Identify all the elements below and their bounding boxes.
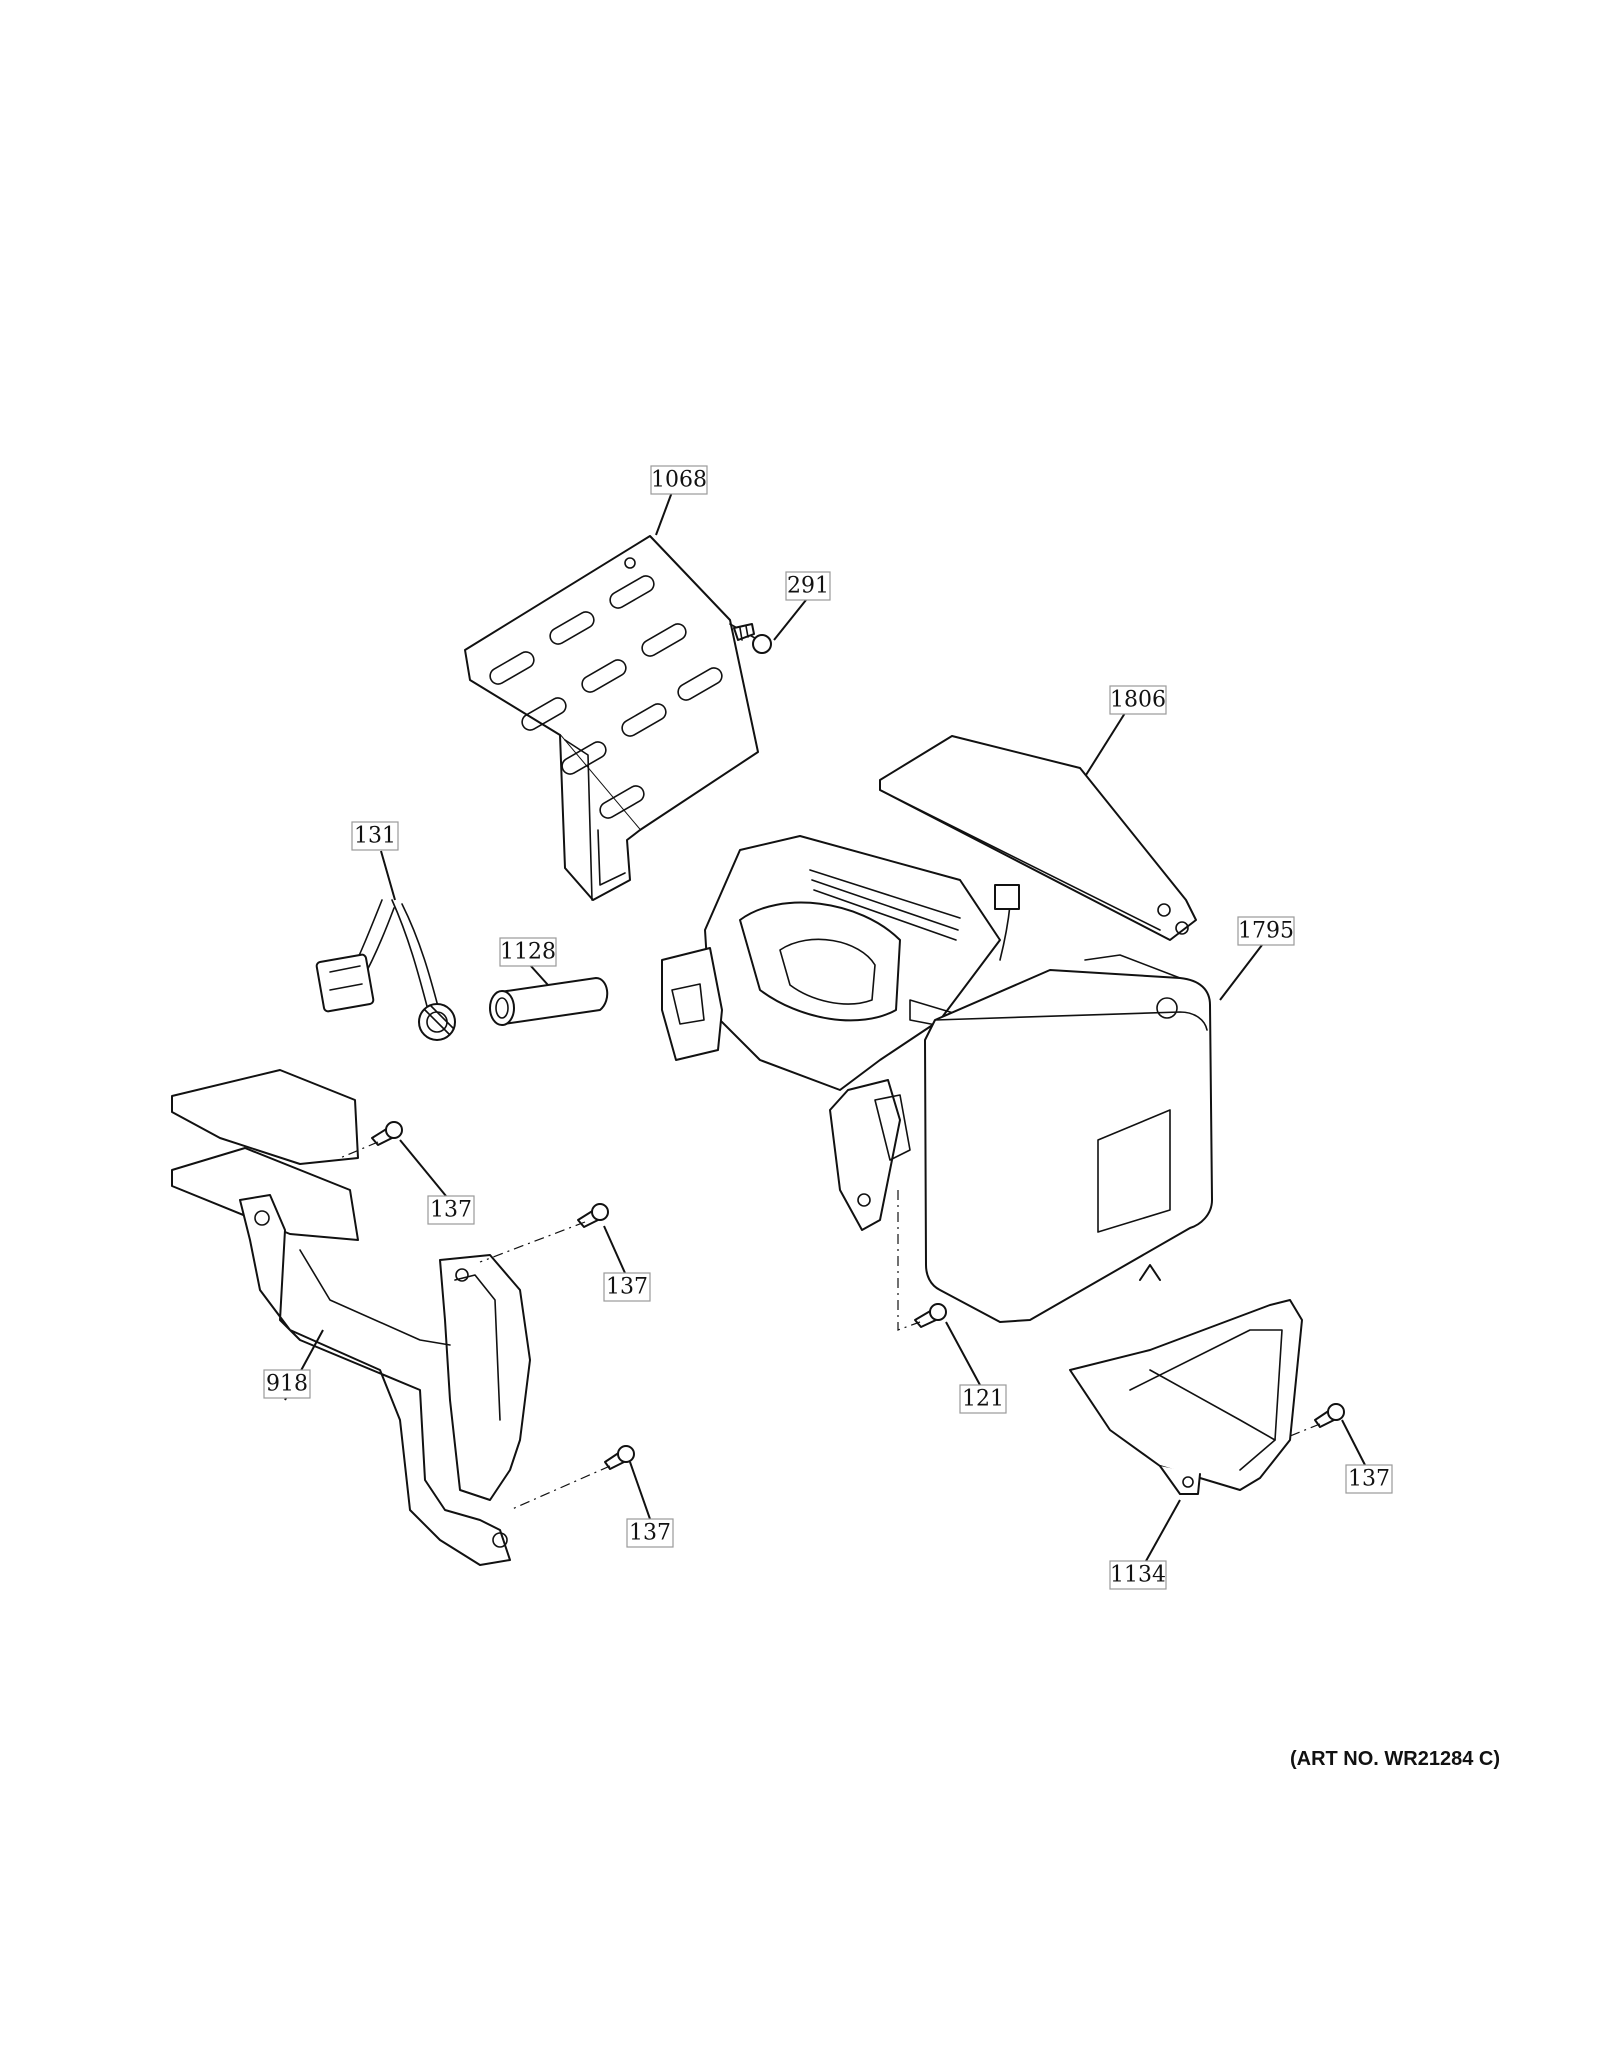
callout-291-text: 291: [787, 574, 829, 599]
callout-137-a-text: 137: [430, 1198, 472, 1223]
callout-1068-text: 1068: [651, 468, 707, 493]
callout-121-text: 121: [962, 1387, 1004, 1412]
callout-137-b: 137: [603, 1272, 651, 1302]
callout-918: 918: [263, 1369, 311, 1399]
part-918-bracket: [171, 1069, 531, 1566]
callout-1134: 1134: [1109, 1560, 1167, 1590]
callout-121: 121: [959, 1384, 1007, 1414]
art-number-label: (ART NO. WR21284 C): [1289, 1748, 1500, 1770]
callout-137-a: 137: [427, 1195, 475, 1225]
callout-137-d: 137: [626, 1518, 674, 1548]
callout-1128-text: 1128: [500, 940, 556, 965]
callout-137-c-text: 137: [1348, 1467, 1390, 1492]
callout-1806: 1806: [1109, 685, 1167, 715]
callout-1795: 1795: [1237, 916, 1295, 946]
part-icemaker-body: [661, 835, 1001, 1231]
part-137-screw-c: [604, 1445, 635, 1470]
callout-137-b-text: 137: [606, 1275, 648, 1300]
callout-1795-text: 1795: [1238, 919, 1294, 944]
part-1806-cover-plate: [879, 735, 1197, 941]
part-131-harness: [315, 899, 456, 1041]
part-291-screw: [729, 623, 772, 654]
part-137-screw-a: [371, 1121, 403, 1146]
callout-291: 291: [785, 571, 831, 601]
part-1134-tray: [1069, 1264, 1303, 1495]
part-137-screw-d: [1314, 1403, 1345, 1428]
callout-137-d-text: 137: [629, 1521, 671, 1546]
callout-1806-text: 1806: [1110, 688, 1166, 713]
callout-137-c: 137: [1345, 1464, 1393, 1494]
callout-1128: 1128: [499, 937, 557, 967]
part-1068-shield: [464, 535, 759, 901]
fastener-lines: [339, 1141, 1321, 1511]
callout-1134-text: 1134: [1110, 1563, 1166, 1588]
callout-131-text: 131: [354, 824, 396, 849]
callout-131: 131: [351, 821, 399, 851]
callout-918-text: 918: [266, 1372, 308, 1397]
part-121-screw: [914, 1303, 947, 1328]
part-1128-tube: [489, 977, 609, 1026]
leader-lines: [284, 491, 1366, 1562]
part-connector: [994, 884, 1020, 961]
part-1795-housing: [924, 954, 1213, 1323]
callout-1068: 1068: [650, 465, 708, 495]
